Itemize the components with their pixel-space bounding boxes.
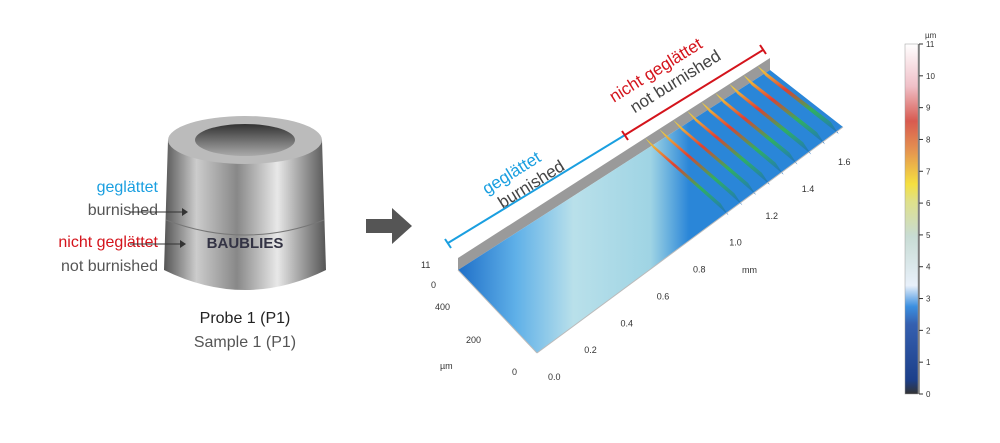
x-tick: 0.2: [584, 345, 597, 355]
colorbar-tick: 5: [926, 231, 931, 240]
right-arrow-icon: [366, 208, 412, 244]
colorbar-tick: 3: [926, 295, 931, 304]
x-axis-unit: mm: [742, 265, 757, 275]
colorbar-tick: 8: [926, 135, 931, 144]
label-burnished-en: burnished: [87, 202, 158, 219]
x-tick: 0.6: [657, 291, 670, 301]
colorbar-unit: µm: [925, 31, 937, 40]
x-tick: 1.6: [838, 157, 851, 167]
caption-de: Probe 1 (P1): [199, 310, 291, 327]
surface-ridge: [645, 138, 729, 216]
z-tick-0: 0: [431, 280, 436, 290]
colorbar-tick: 2: [926, 326, 931, 335]
x-tick: 1.0: [729, 238, 742, 248]
brand-logo: BAUBLIES: [207, 235, 284, 252]
arrow-not-burnished-icon: [180, 240, 186, 248]
surface-ridge: [673, 120, 757, 196]
label-burnished-de: geglättet: [96, 179, 158, 196]
surface-ridge: [729, 84, 812, 155]
colorbar-tick: 1: [926, 358, 931, 367]
surface-ridge: [701, 102, 784, 175]
x-tick: 0.0: [548, 372, 561, 382]
surface-ridge: [715, 93, 798, 165]
x-tick: 1.4: [802, 184, 815, 194]
surface-ridge: [743, 75, 825, 145]
z-tick-11: 11: [421, 260, 430, 270]
y-tick-200: 200: [466, 335, 481, 345]
sample-ring-image: BAUBLIES: [135, 116, 326, 290]
colorbar-tick: 11: [926, 40, 935, 49]
caption-en: Sample 1 (P1): [193, 334, 297, 351]
colorbar-tick: 4: [926, 263, 931, 272]
label-not-burnished-de: nicht geglättet: [58, 234, 158, 251]
colorbar-tick: 10: [926, 72, 935, 81]
x-tick: 0.8: [693, 265, 706, 275]
label-not-burnished-en: not burnished: [61, 258, 158, 275]
arrow-burnished-icon: [182, 208, 188, 216]
surface-ridge: [757, 66, 839, 135]
surface-ridge: [659, 129, 743, 206]
colorbar-tick: 0: [926, 390, 931, 399]
colorbar-tick: 6: [926, 199, 931, 208]
x-tick: 1.2: [766, 211, 779, 221]
colorbar-tick: 9: [926, 104, 931, 113]
colorbar: µm 0 1 2 3 4 5 6 7 8 9 10 11: [904, 31, 937, 399]
colorbar-tick: 7: [926, 167, 931, 176]
y-axis-unit: µm: [440, 361, 453, 371]
x-tick: 0.4: [621, 318, 634, 328]
surface-ridge: [687, 111, 770, 185]
y-tick-400: 400: [435, 302, 450, 312]
y-tick-0: 0: [512, 367, 517, 377]
burnished-range-line: [447, 134, 626, 244]
not-burnished-range-line: [624, 49, 764, 136]
